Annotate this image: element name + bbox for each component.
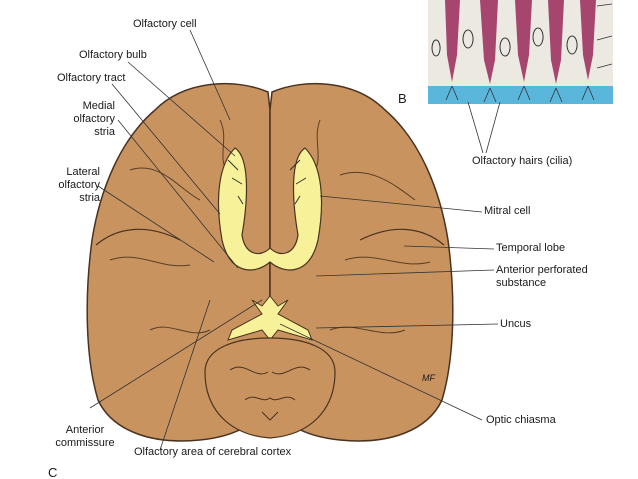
midbrain-internal-lines [229,366,311,421]
olfactory-tracts [217,147,323,271]
panel-letter-c: C [48,465,58,479]
leader-olfactory-tract [111,83,221,215]
temporal-lobe-edges [95,228,445,246]
panel-letter-b: B [398,91,407,106]
leader-temporal-lobe [403,245,495,250]
leader-optic-chiasma [279,323,483,421]
label-mitral-cell: Mitral cell [484,205,531,217]
label-olfactory-bulb: Olfactory bulb [79,49,147,61]
label-optic-chiasma: Optic chiasma [486,414,556,426]
label-anterior-perforated-substance: Anterior perforated substance [496,264,588,289]
supporting-cell-nuclei [431,27,578,57]
label-medial-olfactory-stria: Medial olfactory stria [73,100,115,138]
label-anterior-commissure: Anterior commissure [55,424,115,449]
leader-uncus [315,323,499,329]
leader-anterior-perforated [315,269,495,277]
bulb-neuron-lines [227,159,307,205]
midbrain-section [204,337,336,439]
label-olfactory-cell: Olfactory cell [133,18,197,30]
cortical-sulci [109,119,431,334]
leader-olfactory-bulb [127,61,236,157]
cilia-leader-lines [467,101,501,154]
olfactory-epithelium-inset [428,0,613,154]
label-uncus: Uncus [500,318,532,330]
label-olfactory-area: Olfactory area of cerebral cortex [134,446,292,458]
leader-anterior-commissure [89,299,263,409]
label-temporal-lobe: Temporal lobe [496,242,566,254]
leader-olfactory-area [159,299,211,451]
olfactory-cilia [445,85,595,103]
label-olfactory-tract: Olfactory tract [57,72,126,84]
brain-inferior-view [86,82,454,442]
leader-medial-stria [117,119,239,269]
receptor-cells [445,0,596,84]
leader-lateral-stria [97,185,215,263]
leader-olfactory-cell [189,29,231,121]
label-lateral-olfactory-stria: Lateral olfactory stria [58,166,100,204]
inset-edge-ticks [596,3,613,69]
artist-signature: MF [422,373,435,383]
leader-lines [89,29,499,451]
leader-mitral-cell [319,195,483,213]
label-olfactory-hairs: Olfactory hairs (cilia) [472,155,573,167]
